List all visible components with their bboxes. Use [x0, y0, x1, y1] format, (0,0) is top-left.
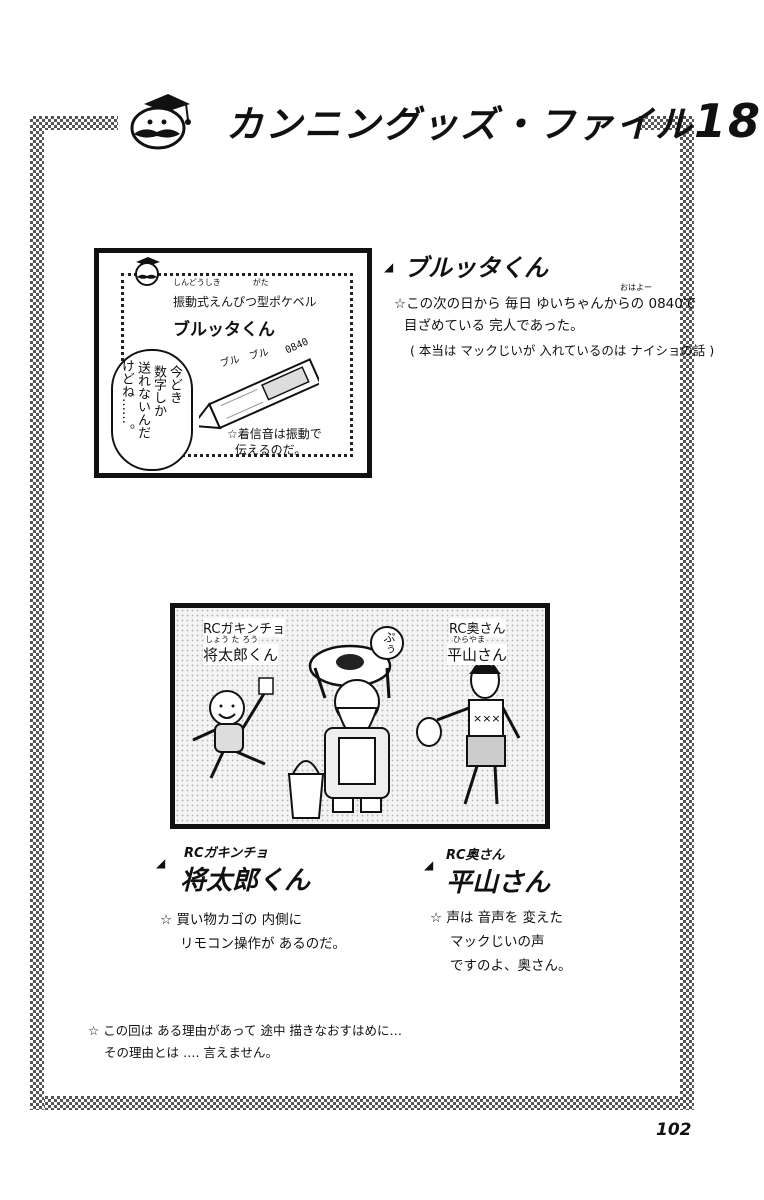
- pencil-pager-icon: [199, 358, 319, 430]
- triangle-bullet-icon: ◢: [424, 858, 434, 872]
- item3-line2: マックじいの声: [450, 934, 545, 950]
- frame-right-border: [680, 116, 694, 1110]
- product-small-label: 振動式えんぴつ型ポケベル: [173, 295, 317, 309]
- product-ruby: しんどうしき がた: [173, 278, 269, 287]
- item1-ruby: おはよー: [620, 283, 652, 292]
- item2-line2: リモコン操作が あるのだ。: [180, 936, 346, 952]
- item3-line1: ☆ 声は 音声を 変えた: [430, 910, 563, 926]
- old-man-figure: [287, 644, 392, 819]
- triangle-bullet-icon: ◢: [156, 856, 166, 870]
- item3-line3: ですのよ、奥さん。: [450, 958, 572, 974]
- rc-characters-panel: ××× RCガキンチョ しょう た ろう 将太郎くん RC奥さん ひらやま 平山…: [170, 603, 550, 829]
- pager-panel: しんどうしき がた 振動式えんぴつ型ポケベル ブルッタくん ブル ブル 0840…: [94, 248, 372, 478]
- panel2-label-left-ruby: しょう た ろう: [205, 634, 259, 645]
- vibration-note-line1: ☆着信音は振動で: [227, 427, 322, 441]
- puu-sound-bubble: ぷぅ: [370, 626, 404, 660]
- bubble-col-3: 送れないんだ: [135, 361, 150, 439]
- bubble-col-1: 今どき: [167, 365, 182, 404]
- item1-heading: ブルッタくん: [404, 254, 548, 282]
- bubble-col-4: けどね……。: [119, 359, 134, 437]
- page-title: カンニングッズ・ファイル18: [226, 94, 762, 148]
- vibration-note-line2: 伝えるのだ。: [235, 443, 307, 457]
- mascot-icon: [130, 94, 191, 150]
- mascot-face-icon: [135, 257, 160, 286]
- triangle-bullet-icon: ◢: [384, 260, 394, 274]
- page-number: 102: [656, 1120, 692, 1140]
- title-number: 18: [694, 94, 763, 148]
- item2-sub: RCガキンチョ: [184, 846, 269, 861]
- boy-figure: [192, 677, 274, 779]
- panel2-label-right-top: RC奥さん: [449, 618, 506, 637]
- panel2-label-left-name: 将太郎くん: [203, 644, 279, 665]
- item2-line1: ☆ 買い物カゴの 内側に: [160, 912, 303, 928]
- header-band: [118, 84, 638, 154]
- frame-bottom-border: [30, 1096, 694, 1110]
- frame-left-border: [30, 116, 44, 1110]
- product-name: ブルッタくん: [173, 320, 275, 340]
- panel2-label-left-top: RCガキンチョ: [203, 618, 286, 637]
- footnote-line1: ☆ この回は ある理由があって 途中 描きなおすはめに…: [88, 1023, 402, 1038]
- rc-characters-illustration: ×××: [192, 644, 521, 819]
- woman-figure: ×××: [416, 661, 521, 805]
- item1-line2: 目ざめている 完人であった。: [404, 318, 584, 334]
- svg-text:×××: ×××: [473, 712, 501, 725]
- item3-sub: RC奥さん: [446, 848, 505, 863]
- item2-heading: 将太郎くん: [180, 866, 311, 896]
- panel2-label-right-name: 平山さん: [447, 644, 508, 665]
- title-text: カンニングッズ・ファイル: [226, 103, 694, 146]
- item3-heading: 平山さん: [446, 868, 551, 898]
- item1-line3: ( 本当は マックじいが 入れているのは ナイショの話 ): [410, 343, 715, 358]
- panel2-label-right-ruby: ひらやま: [453, 634, 485, 645]
- item1-line1: ☆この次の日から 毎日 ゆいちゃんからの 0840で: [394, 296, 697, 312]
- footnote-line2: その理由とは …. 言えません。: [104, 1045, 279, 1060]
- speech-bubble: 今どき 数字しか 送れないんだ けどね……。: [111, 349, 193, 471]
- bubble-col-2: 数字しか: [151, 365, 166, 417]
